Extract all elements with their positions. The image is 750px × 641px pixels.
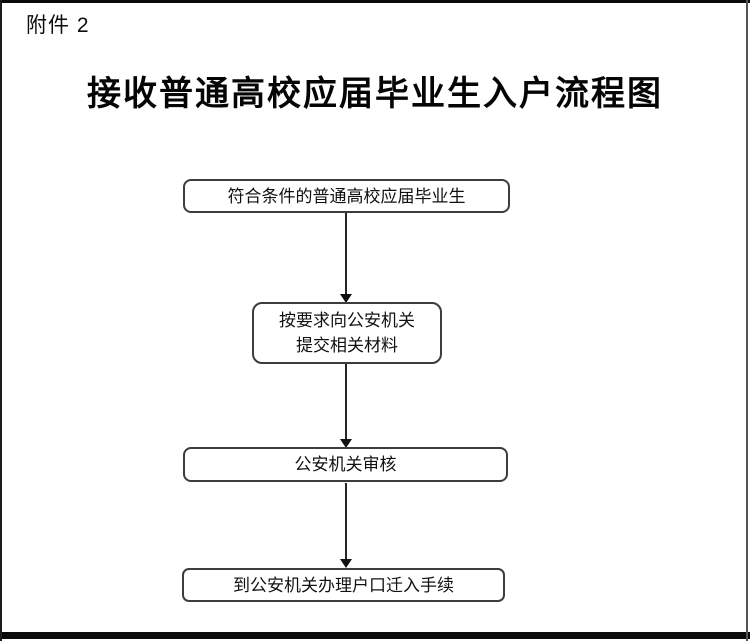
arrow-head xyxy=(340,559,352,568)
page-border-bottom xyxy=(0,632,750,639)
flow-step-police-review: 公安机关审核 xyxy=(183,447,508,482)
arrow-down-icon xyxy=(340,213,352,303)
page-title: 接收普通高校应届毕业生入户流程图 xyxy=(87,76,663,113)
arrow-down-icon xyxy=(340,364,352,448)
page-border-top xyxy=(0,0,750,3)
arrow-head xyxy=(340,294,352,303)
flow-step-household-registration: 到公安机关办理户口迁入手续 xyxy=(182,568,505,602)
attachment-label: 附件 2 xyxy=(26,14,90,37)
arrow-shaft xyxy=(345,213,347,295)
flow-step-eligible-graduates: 符合条件的普通高校应届毕业生 xyxy=(183,179,510,213)
arrow-shaft xyxy=(345,364,347,440)
page-border-right xyxy=(746,0,748,641)
flow-step-submit-materials: 按要求向公安机关 提交相关材料 xyxy=(252,302,442,364)
arrow-head xyxy=(340,439,352,448)
page-border-left xyxy=(0,0,2,641)
arrow-down-icon xyxy=(340,483,352,568)
arrow-shaft xyxy=(345,483,347,560)
